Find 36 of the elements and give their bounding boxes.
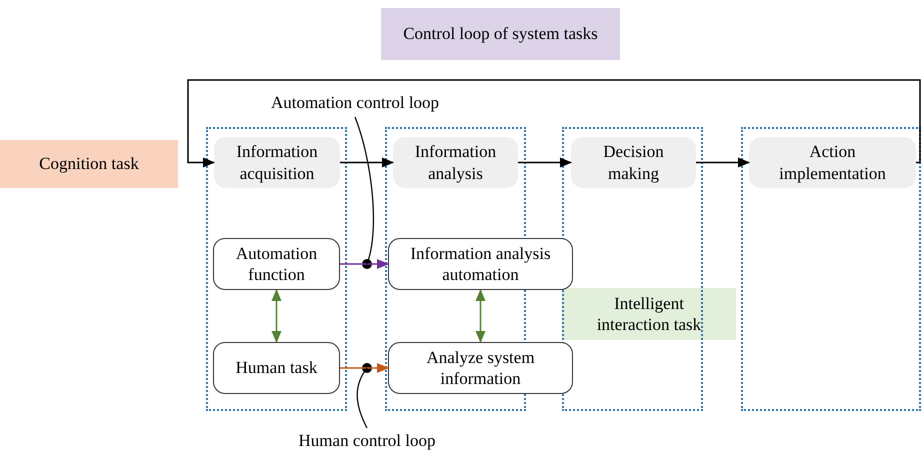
process-box xyxy=(213,342,340,394)
arrow xyxy=(340,259,389,269)
stage-box xyxy=(393,137,518,188)
node-text: Cognition task xyxy=(39,153,139,176)
node-text: Automation control loop xyxy=(270,92,440,114)
title-banner xyxy=(381,8,620,60)
task-box xyxy=(562,288,736,340)
node-text: Action implementation xyxy=(778,141,887,184)
leader-line xyxy=(354,116,374,264)
leader-line xyxy=(356,368,368,428)
node-text: Information analysis automation xyxy=(409,242,552,286)
process-box xyxy=(388,342,573,394)
node-text: Analyze system information xyxy=(425,346,536,390)
arrow xyxy=(340,158,394,168)
node-text: Automation function xyxy=(234,242,318,286)
stage-column xyxy=(206,127,347,411)
node-text: Control loop of system tasks xyxy=(403,23,598,46)
node-text: Intelligent interaction task xyxy=(596,292,702,336)
node-text: Information acquisition xyxy=(235,141,319,184)
stage-box xyxy=(214,137,340,188)
arrow xyxy=(340,363,389,373)
process-box xyxy=(388,238,573,290)
stage-box xyxy=(571,137,696,188)
node-text: Information analysis xyxy=(414,141,498,184)
stage-column xyxy=(741,127,921,411)
process-box xyxy=(213,238,340,290)
arrow xyxy=(518,158,572,168)
node-text: Human control loop xyxy=(298,430,436,452)
arrow xyxy=(476,289,486,343)
arrow xyxy=(272,289,282,343)
task-box xyxy=(0,140,178,188)
node-text: Human task xyxy=(236,357,318,379)
stage-box xyxy=(749,137,916,188)
arrow xyxy=(187,79,921,168)
node-text: Decision making xyxy=(602,141,665,184)
arrow xyxy=(696,158,750,168)
